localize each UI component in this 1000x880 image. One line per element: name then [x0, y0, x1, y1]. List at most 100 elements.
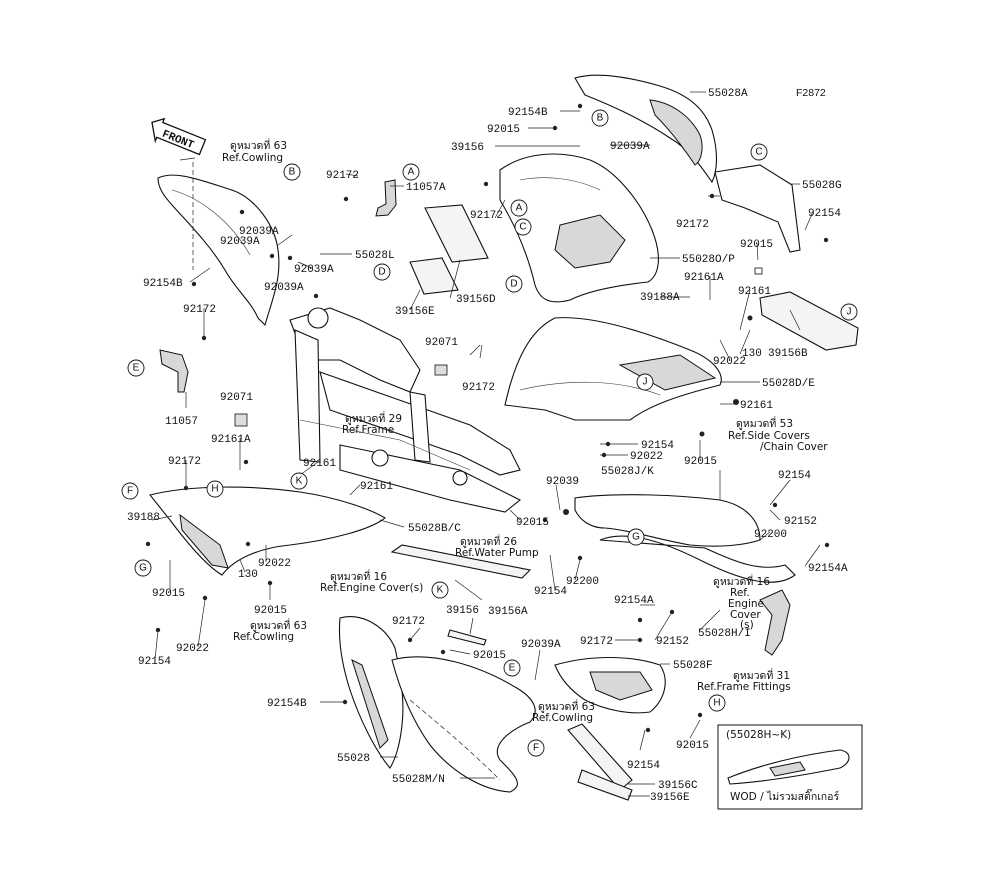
side-cowl-55028G [714, 164, 801, 253]
ref-engine-right-1: ดูหมวดที่ 16 [713, 574, 770, 588]
callout-H-lower: H [708, 694, 726, 712]
ref-cowling-low-2: Ref.Cowling [532, 712, 593, 724]
svg-text:H: H [211, 484, 218, 495]
mid-fairing-55028D-E [504, 317, 722, 421]
inner-fairing-detail [171, 189, 251, 256]
label-92015-lower-right: 92015 [676, 740, 709, 752]
label-39156C: 39156C [658, 780, 698, 792]
svg-text:D: D [510, 279, 517, 290]
label-92161A-right: 92161A [684, 272, 724, 284]
label-55028G: 55028G [802, 180, 842, 192]
ref-engine-right-4: Cover [730, 609, 761, 621]
inset-box: (55028H~K) WOD / ไม่รวมสติ๊กเกอร์ [717, 724, 863, 810]
svg-text:G: G [139, 563, 147, 574]
label-92154B-top: 92154B [508, 107, 548, 119]
label-55028L: 55028L [355, 250, 395, 262]
lower-cowl-dash [409, 699, 501, 781]
svg-text:C: C [519, 222, 526, 233]
label-92039A-l1: 92039A [239, 226, 279, 238]
svg-text:E: E [133, 363, 140, 374]
ref-side-covers-2: Ref.Side Covers [728, 430, 810, 442]
label-55028J-K: 55028J/K [601, 466, 654, 478]
label-92071-left: 92071 [220, 392, 253, 404]
callout-K-left: K [290, 472, 308, 490]
side-cowl-panel [554, 214, 626, 269]
callout-G-right: G [627, 528, 645, 546]
label-55028B-C: 55028B/C [408, 523, 461, 535]
label-92172-top-left: 92172 [326, 170, 359, 182]
label-92172-mid: 92172 [470, 210, 503, 222]
ref-side-covers-3: /Chain Cover [760, 441, 828, 453]
lower-cowl-stripe [351, 659, 389, 749]
callout-D-left: D [373, 263, 391, 281]
ref-cowling-low-1: ดูหมวดที่ 63 [538, 699, 595, 713]
label-92200-right: 92200 [754, 529, 787, 541]
label-39156-lower: 39156 [446, 605, 479, 617]
svg-text:B: B [289, 167, 296, 178]
reference-notes: ดูหมวดที่ 63 Ref.Cowling ดูหมวดที่ 29 Re… [222, 138, 828, 724]
label-92161-right: 92161 [738, 286, 771, 298]
callout-D-mid: D [505, 275, 523, 293]
svg-text:A: A [516, 203, 523, 214]
ref-side-covers-1: ดูหมวดที่ 53 [736, 416, 793, 430]
label-130-left: 130 [238, 569, 258, 581]
ref-engine-left-2: Ref.Engine Cover(s) [320, 582, 423, 594]
label-92015-left2: 92015 [254, 605, 287, 617]
label-92172-lower-right: 92172 [580, 636, 613, 648]
strip-39156E-upper [409, 257, 459, 295]
strip-39156B [759, 291, 859, 351]
label-92172-left: 92172 [183, 304, 216, 316]
callout-F-left: F [121, 482, 139, 500]
svg-text:B: B [597, 113, 604, 124]
svg-text:H: H [713, 698, 720, 709]
frame-assembly [289, 307, 522, 513]
ref-cowling-top-2: Ref.Cowling [222, 152, 283, 164]
lower-fairing-vent [179, 513, 229, 569]
svg-text:K: K [296, 476, 303, 487]
label-92071-right: 92071 [425, 337, 458, 349]
front-arrow: FRONT [151, 117, 207, 156]
ref-engine-right-2: Ref. [730, 587, 750, 599]
label-92039A-l4: 92039A [264, 282, 304, 294]
label-92172-lower-left: 92172 [168, 456, 201, 468]
ref-engine-right-5: (s) [740, 619, 754, 631]
callout-G-left: G [134, 559, 152, 577]
strip-39156C [567, 723, 633, 791]
label-55028D-E: 55028D/E [762, 378, 815, 390]
label-92015-right: 92015 [740, 239, 773, 251]
callout-F-lower: F [527, 739, 545, 757]
bracket-11057 [159, 349, 189, 393]
lower-fairing-55028H-I [599, 535, 796, 583]
side-cowl-detail [519, 177, 601, 191]
svg-text:A: A [408, 167, 415, 178]
label-92172-c: 92172 [676, 219, 709, 231]
label-92161-mid: 92161 [740, 400, 773, 412]
callout-J-mid: J [636, 373, 654, 391]
strip-39156D [424, 204, 489, 263]
label-55028H-I: 55028H/I [698, 628, 751, 640]
lower-fairing-55028J-K [574, 494, 761, 547]
callout-J-right: J [840, 303, 858, 321]
label-39188: 39188 [127, 512, 160, 524]
upper-cowl-vent [649, 99, 703, 166]
strip-39156A [390, 544, 532, 579]
label-39156: 39156 [451, 142, 484, 154]
label-92015-top: 92015 [487, 124, 520, 136]
diagram-code: F2872 [796, 87, 826, 99]
label-55028: 55028 [337, 753, 370, 765]
label-92154-far: 92154 [778, 470, 811, 482]
ref-frame-2: Ref.Frame [342, 424, 394, 436]
ref-frame-fittings-2: Ref.Frame Fittings [697, 681, 791, 693]
callout-E-left: E [127, 359, 145, 377]
callout-B-left: B [283, 163, 301, 181]
svg-text:J: J [643, 377, 648, 388]
callout-C-mid: C [514, 218, 532, 236]
label-92154-right: 92154 [808, 208, 841, 220]
ref-engine-right-3: Engine [728, 598, 764, 610]
svg-text:F: F [127, 486, 133, 497]
label-92015-mid: 92015 [684, 456, 717, 468]
label-92022-mid: 92022 [630, 451, 663, 463]
callout-K-center: K [431, 581, 449, 599]
label-92161A-left: 92161A [211, 434, 251, 446]
